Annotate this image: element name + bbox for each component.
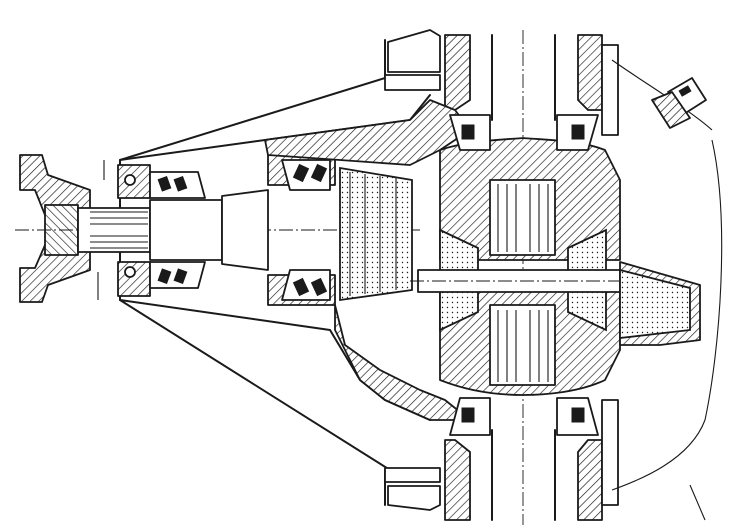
side-gear-top [489,179,556,256]
side-gear-bottom [489,304,556,386]
axle-tube [444,30,603,525]
upper-mounting-boss [384,29,441,91]
pinion-bearing-front [117,164,206,297]
side-bearing-bottom [449,397,599,436]
pinion-shaft [77,189,269,271]
ring-gear [619,261,701,346]
lower-mounting-boss [384,467,441,511]
detail-marks [97,160,706,521]
breather-plug-icon [651,77,707,129]
housing-wall [264,99,471,421]
pinion-gear [339,166,413,302]
side-flange [601,44,723,506]
cross-pin [410,269,650,293]
side-bearing-top [449,114,599,151]
